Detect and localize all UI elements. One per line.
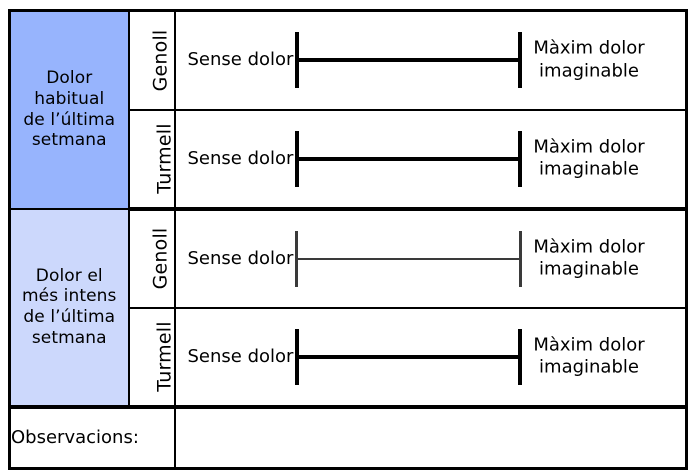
group-label-line: més intens (21, 286, 117, 307)
joint-label-text: Genoll (148, 29, 171, 92)
observations-label: Observacions: (11, 427, 139, 449)
vas-line[interactable] (294, 58, 522, 63)
vas-line[interactable] (294, 156, 522, 161)
group-label-line: de l’última (23, 307, 116, 327)
anchor-max-pain: Màxim dolor imaginable (509, 38, 669, 83)
group-label-line: setmana (31, 327, 107, 348)
vas-scale-genoll-habitual[interactable]: Sense dolor Màxim dolor imaginable (173, 9, 688, 111)
pain-assessment-table: Dolor habitual de l’última setmana Genol… (8, 9, 688, 470)
joint-label-text: Genoll (148, 227, 171, 290)
vas-ruler[interactable] (294, 328, 522, 385)
joint-label-genoll-mes-intens: Genoll (127, 207, 176, 309)
vas-line[interactable] (294, 257, 522, 260)
table-row: Observacions: (8, 404, 688, 470)
anchor-max-pain-line: imaginable (539, 158, 639, 180)
anchor-max-pain-line: imaginable (539, 356, 639, 378)
group-label-line: de l’última (23, 109, 116, 130)
vas-line[interactable] (294, 354, 522, 359)
vas-scale-genoll-mes-intens[interactable]: Sense dolor Màxim dolor imaginable (173, 207, 688, 309)
table-row: Dolor el més intens de l’última setmana … (8, 207, 688, 408)
anchor-no-pain: Sense dolor (187, 247, 294, 269)
group-label-line: setmana (31, 130, 107, 151)
group-label-mes-intens: Dolor el més intens de l’última setmana (8, 207, 130, 408)
group-label-line: habitual (34, 89, 105, 110)
group-label-line: Dolor (46, 68, 93, 89)
vas-tick-end (517, 130, 522, 187)
vas-ruler[interactable] (294, 130, 522, 187)
anchor-max-pain: Màxim dolor imaginable (509, 236, 669, 281)
table-row: Turmell Sense dolor Màxim dolor imaginab… (10, 306, 688, 409)
table-row: Turmell Sense dolor Màxim dolor imaginab… (10, 108, 688, 211)
anchor-no-pain: Sense dolor (187, 49, 294, 70)
vas-ruler[interactable] (294, 230, 522, 287)
anchor-no-pain: Sense dolor (187, 345, 294, 367)
anchor-no-pain: Sense dolor (187, 147, 294, 169)
joint-label-turmell-mes-intens: Turmell (127, 306, 176, 409)
anchor-max-pain: Màxim dolor imaginable (509, 136, 669, 181)
vas-tick-end (517, 32, 522, 89)
observations-label-cell: Observacions: (8, 404, 176, 470)
group-label-line: Dolor el (35, 265, 103, 286)
joint-label-turmell-habitual: Turmell (127, 108, 176, 211)
table-row: Dolor habitual de l’última setmana Genol… (8, 9, 688, 210)
joint-label-text: Turmell (153, 123, 176, 194)
vas-tick-end (517, 328, 522, 385)
anchor-max-pain-line: Màxim dolor (533, 236, 645, 257)
anchor-max-pain-line: imaginable (539, 60, 639, 82)
joint-label-genoll-habitual: Genoll (127, 9, 176, 111)
anchor-max-pain-line: imaginable (539, 258, 639, 280)
anchor-max-pain-line: Màxim dolor (533, 334, 645, 355)
vas-ruler[interactable] (294, 32, 522, 89)
vas-scale-turmell-habitual[interactable]: Sense dolor Màxim dolor imaginable (173, 108, 688, 211)
observations-input[interactable] (173, 404, 688, 470)
vas-tick-end (518, 230, 522, 287)
joint-label-text: Turmell (153, 321, 176, 392)
anchor-max-pain: Màxim dolor imaginable (509, 334, 669, 379)
anchor-max-pain-line: Màxim dolor (533, 136, 645, 157)
anchor-max-pain-line: Màxim dolor (533, 37, 645, 59)
group-label-habitual: Dolor habitual de l’última setmana (8, 9, 130, 210)
vas-scale-turmell-mes-intens[interactable]: Sense dolor Màxim dolor imaginable (173, 306, 688, 409)
